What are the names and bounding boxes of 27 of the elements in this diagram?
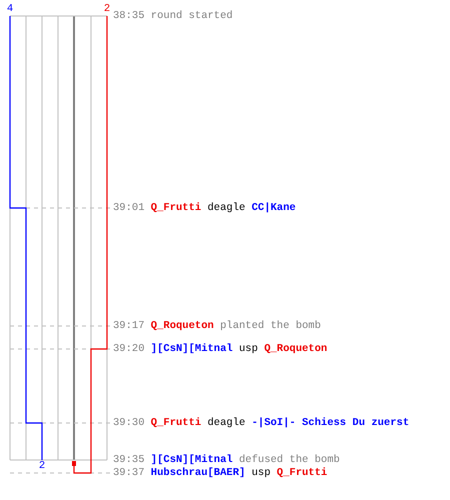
event-time: 38:35	[113, 10, 145, 22]
event-text: Q_Frutti	[150, 417, 202, 429]
event-text: round started	[150, 10, 233, 22]
player-count: 4	[6, 3, 14, 15]
event-time: 39:17	[113, 320, 145, 332]
event-time: 39:01	[113, 202, 145, 214]
event-text: Q_Roqueton	[264, 343, 328, 355]
event-time: 39:37	[113, 467, 145, 479]
event-text: ][CsN][Mitnal	[150, 343, 233, 355]
event-text: ][CsN][Mitnal	[150, 454, 233, 466]
event-text: CC|Kane	[252, 202, 296, 214]
event-time: 39:20	[113, 343, 145, 355]
event-text: -|SoI|- Schiess Du zuerst	[252, 417, 410, 429]
event-text: planted the bomb	[220, 320, 321, 332]
player-count: 2	[104, 3, 110, 15]
event-time: 39:35	[113, 454, 145, 466]
player-count: 2	[38, 460, 46, 472]
event-text: deagle	[208, 202, 246, 214]
event-text: Q_Frutti	[150, 202, 202, 214]
event-text: usp	[239, 343, 258, 355]
event-text: Q_Frutti	[276, 467, 328, 479]
event-text: Q_Roqueton	[150, 320, 214, 332]
event-time: 39:30	[113, 417, 145, 429]
event-text: defused the bomb	[239, 454, 340, 466]
event-text: Hubschrau[BAER]	[150, 467, 246, 479]
event-text: deagle	[208, 417, 246, 429]
event-text: usp	[252, 467, 270, 479]
